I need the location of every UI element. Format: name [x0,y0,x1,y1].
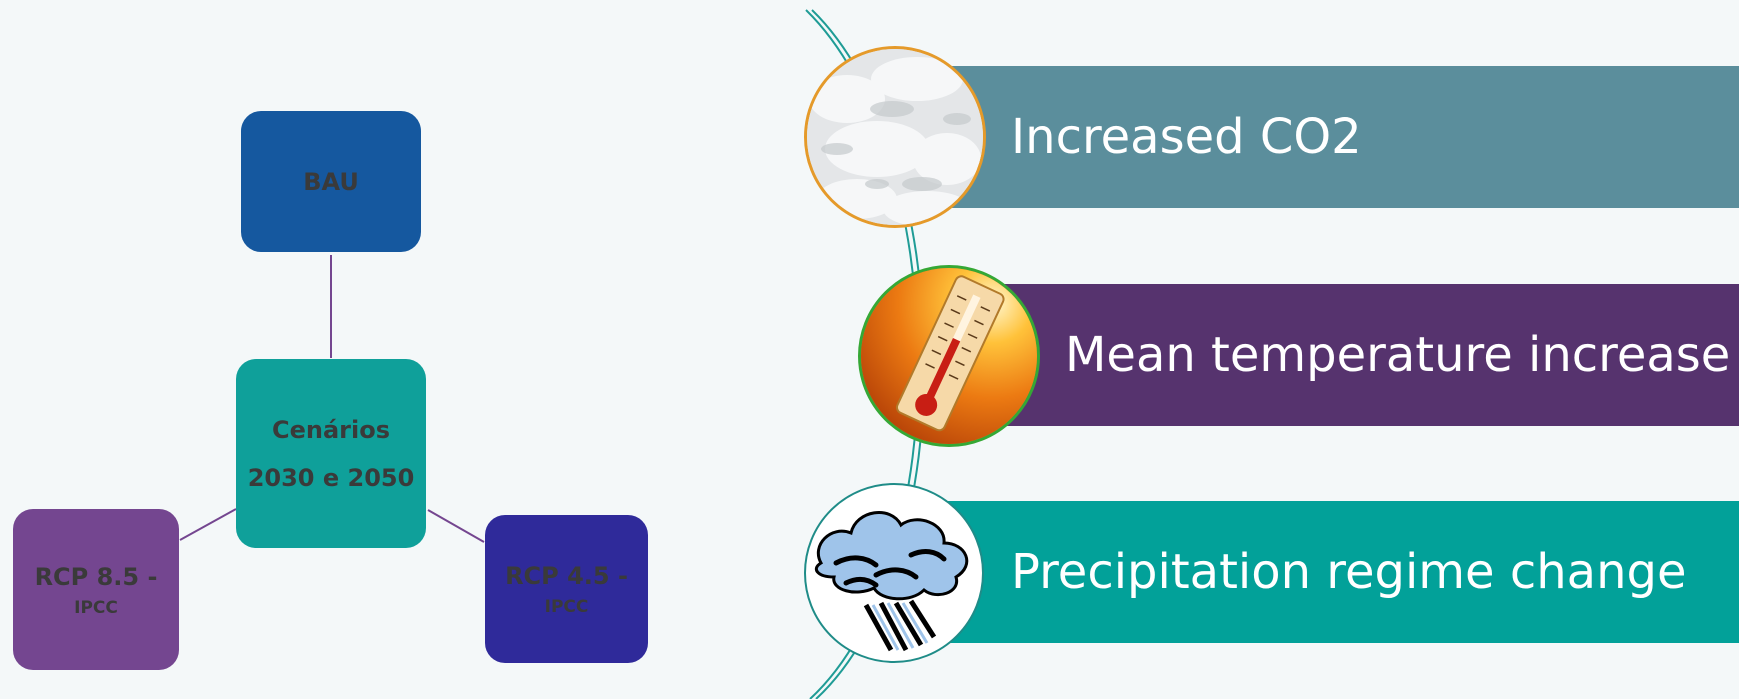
rcp85-label: RCP 8.5 - [34,562,158,591]
rain-cloud-icon [804,483,984,663]
banner-precipitation: Precipitation regime change [896,501,1739,643]
bau-box: BAU [241,111,421,252]
rcp85-box: RCP 8.5 - IPCC [13,509,179,670]
banner-co2: Increased CO2 [950,66,1739,208]
bau-label: BAU [303,167,359,196]
thermometer-icon [858,265,1040,447]
rcp45-sub: IPCC [544,597,589,617]
connector-right [427,509,485,543]
connector-left [179,508,237,541]
banner-temperature-label: Mean temperature increase [1065,327,1731,383]
rcp45-label: RCP 4.5 - [505,562,628,590]
rcp45-box: RCP 4.5 - IPCC [485,515,648,663]
banner-temperature: Mean temperature increase [1000,284,1739,426]
rcp85-sub: IPCC [74,597,118,618]
clouds-icon [804,46,986,228]
banner-co2-label: Increased CO2 [1011,109,1362,165]
scenarios-box: Cenários 2030 e 2050 [236,359,426,548]
scenarios-years: 2030 e 2050 [247,463,415,492]
banner-precipitation-label: Precipitation regime change [1011,544,1687,600]
scenarios-title: Cenários [271,415,390,444]
